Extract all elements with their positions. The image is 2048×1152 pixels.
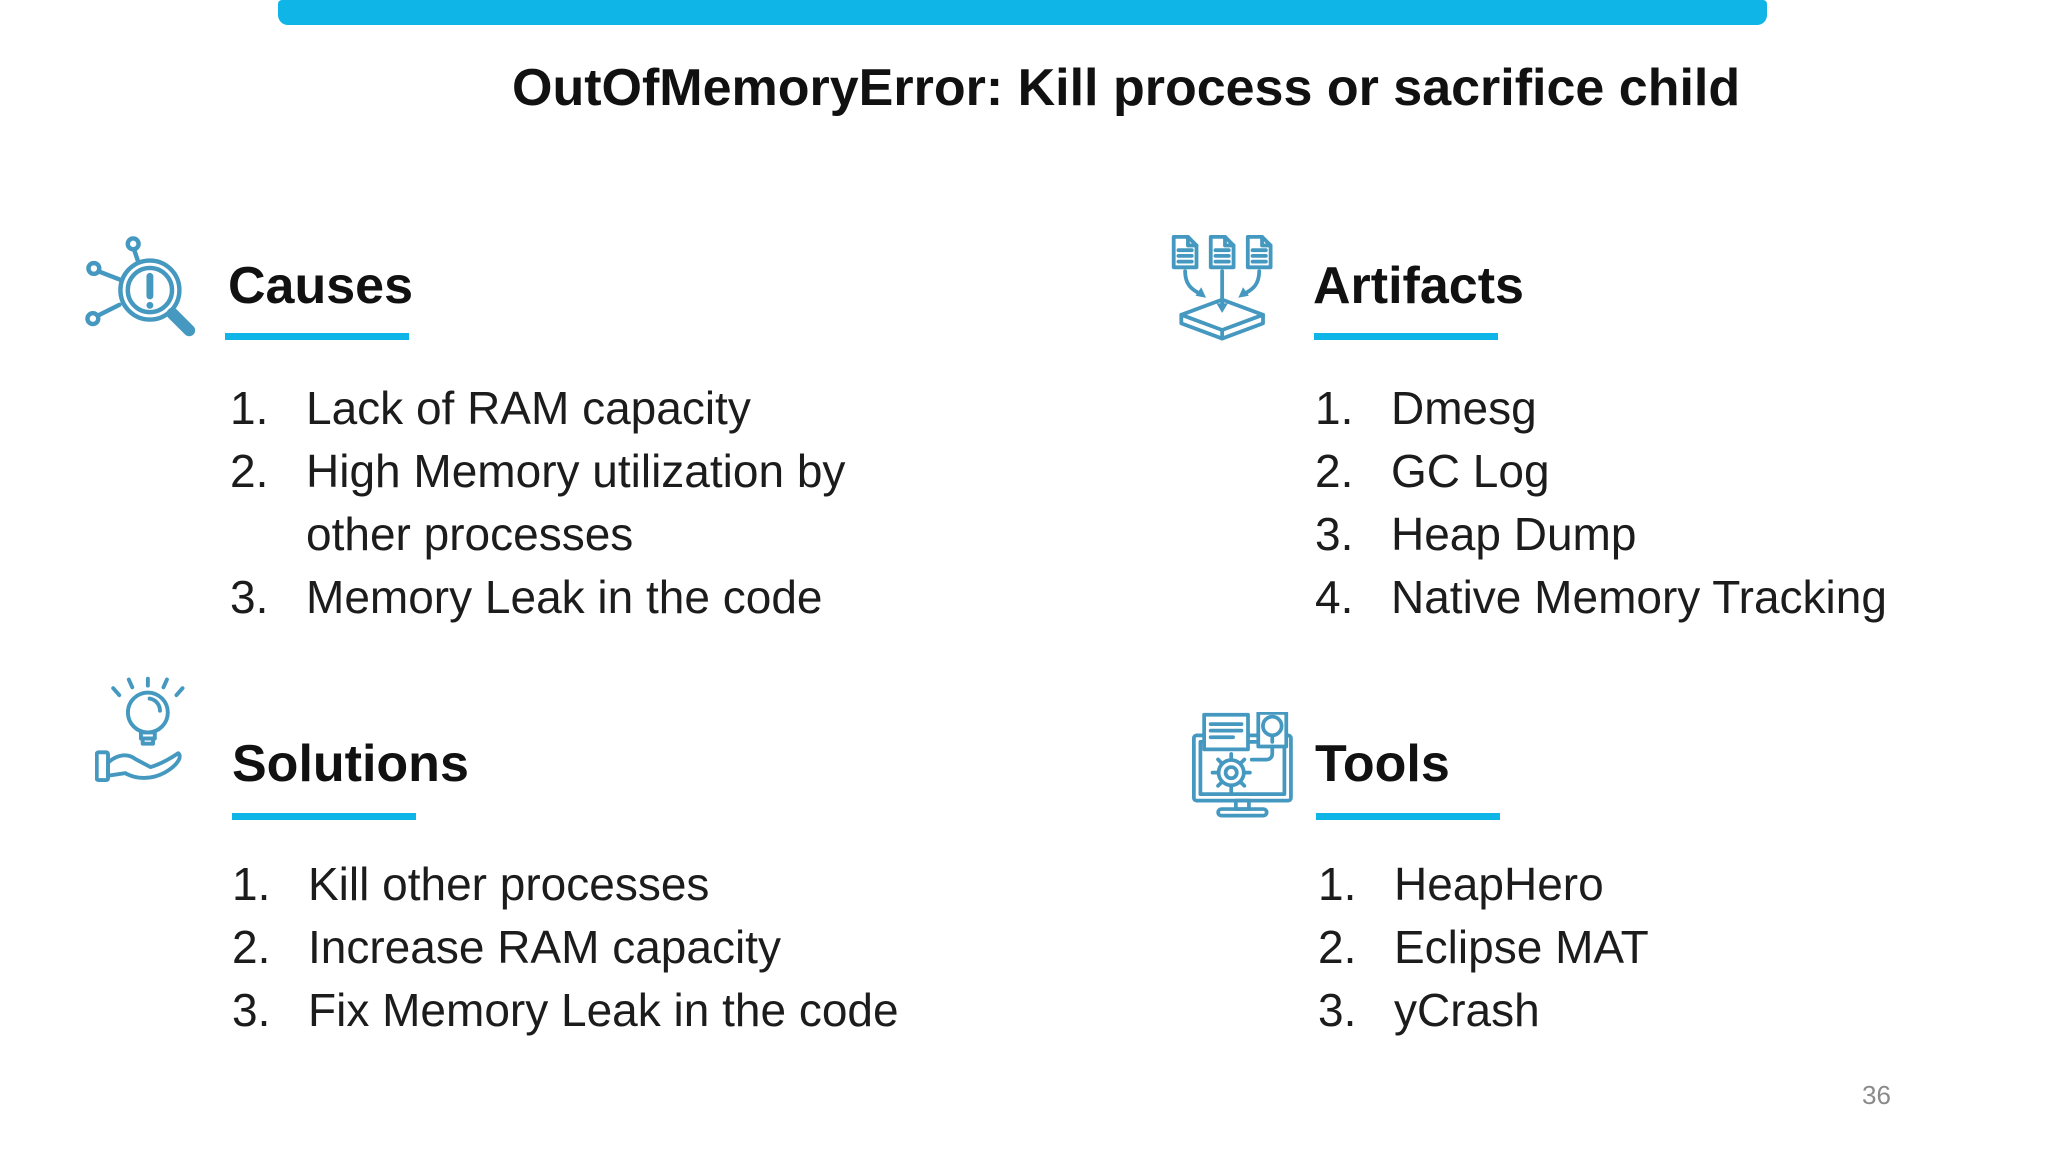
list-item: Memory Leak in the code — [230, 566, 823, 629]
tools-list: HeapHero Eclipse MAT yCrash — [1318, 853, 1938, 1042]
root-cause-magnifier-icon — [85, 235, 203, 358]
list-item: GC Log — [1315, 440, 1550, 503]
monitor-gear-tools-icon — [1192, 711, 1304, 829]
section-causes: Causes Lack of RAM capacity High Memory … — [85, 235, 965, 665]
section-title-solutions: Solutions — [232, 735, 469, 793]
list-item: Eclipse MAT — [1318, 916, 1649, 979]
list-item: yCrash — [1318, 979, 1540, 1042]
section-underline — [232, 813, 416, 820]
section-title-artifacts: Artifacts — [1313, 257, 1524, 315]
slide-title: OutOfMemoryError: Kill process or sacrif… — [512, 59, 1741, 117]
section-solutions: Solutions Kill other processes Increase … — [94, 672, 995, 1092]
solutions-list: Kill other processes Increase RAM capaci… — [232, 853, 992, 1042]
list-item: Lack of RAM capacity — [230, 377, 751, 440]
section-underline — [1316, 813, 1500, 820]
list-item: HeapHero — [1318, 853, 1604, 916]
section-tools: Tools HeapHero Eclipse MAT yCrash — [1192, 711, 1952, 1092]
section-artifacts: Artifacts Dmesg GC Log Heap Dump Native … — [1168, 235, 1998, 665]
causes-list: Lack of RAM capacity High Memory utiliza… — [230, 377, 906, 629]
section-underline — [1314, 333, 1498, 340]
artifacts-list: Dmesg GC Log Heap Dump Native Memory Tra… — [1315, 377, 1995, 629]
list-item: Increase RAM capacity — [232, 916, 781, 979]
section-underline — [225, 333, 409, 340]
hand-lightbulb-icon — [94, 672, 199, 803]
list-item: Fix Memory Leak in the code — [232, 979, 899, 1042]
list-item: Native Memory Tracking — [1315, 566, 1887, 629]
list-item: Dmesg — [1315, 377, 1537, 440]
list-item: Kill other processes — [232, 853, 710, 916]
section-title-causes: Causes — [228, 257, 413, 315]
slide-accent-bar — [278, 0, 1767, 25]
list-item: High Memory utilization by other process… — [230, 440, 846, 560]
page-number: 36 — [1862, 1080, 1891, 1110]
list-item: Heap Dump — [1315, 503, 1637, 566]
section-title-tools: Tools — [1315, 735, 1450, 793]
documents-collection-icon — [1168, 235, 1282, 354]
